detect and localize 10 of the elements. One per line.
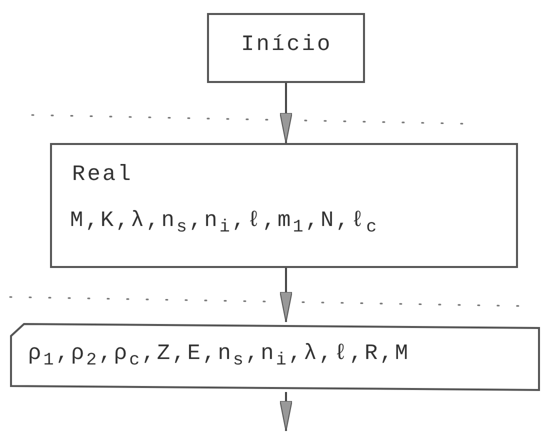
output-box — [10, 322, 540, 392]
type-label: Real — [72, 163, 133, 188]
flow-arrow — [280, 392, 292, 432]
variable-list: M,K,λ,n$_{s}$,n$_{i}$,ℓ,m$_{1}$,N,ℓ$_{c}$ — [70, 209, 379, 238]
variable-list: ρ$_{1}$,ρ$_{2}$,ρ$_{c}$,Z,E,n$_{s}$,n$_{i}$,λ,ℓ,R,M — [28, 342, 410, 371]
declaration-box — [50, 143, 518, 268]
node-label: Início — [241, 33, 332, 58]
start-box — [207, 13, 365, 83]
flow-arrow — [280, 83, 292, 144]
flow-arrow — [280, 268, 292, 322]
